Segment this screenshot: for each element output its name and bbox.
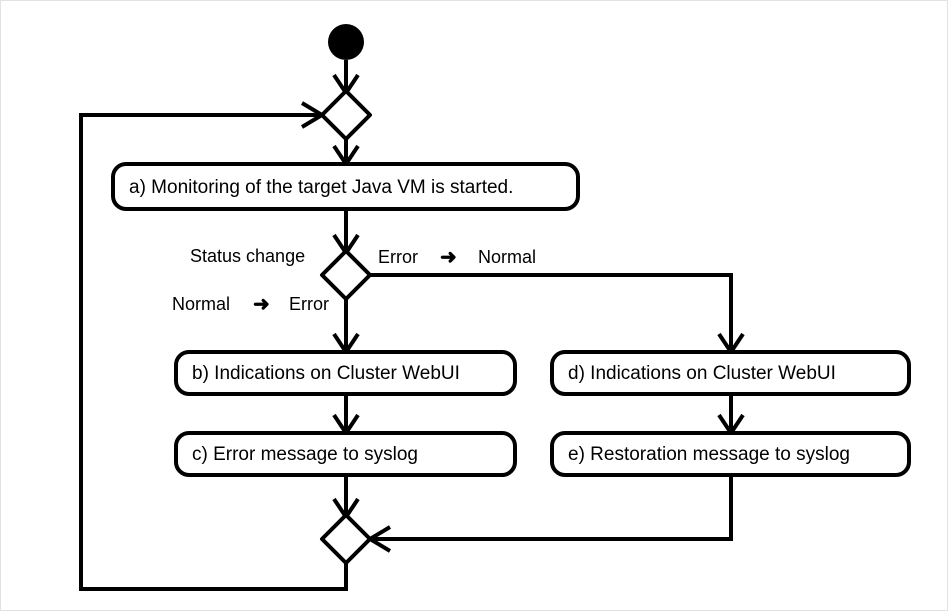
right-arrow-icon: ➜ <box>440 246 457 268</box>
merge-diamond-bottom <box>320 513 372 565</box>
decision-status-change <box>320 249 372 301</box>
activity-b-label: b) Indications on Cluster WebUI <box>192 363 460 384</box>
activity-e-label: e) Restoration message to syslog <box>568 444 850 465</box>
activity-e-box <box>550 431 911 477</box>
start-node <box>328 24 364 60</box>
activity-restoration-message-syslog[interactable]: e) Restoration message to syslog <box>550 431 911 477</box>
activity-d-box <box>550 350 911 396</box>
edge-merge-bottom-to-merge-top-loopback <box>79 113 348 591</box>
edge-label-normal-to-error: Normal ➜ Error <box>172 293 329 315</box>
edge-label-error-to-normal-before: Error <box>378 247 418 267</box>
activity-d-label: d) Indications on Cluster WebUI <box>568 363 836 384</box>
edge-activity-e-to-merge-bottom <box>372 475 733 541</box>
edge-label-error-to-normal: Error ➜ Normal <box>378 246 536 268</box>
activity-c-box <box>174 431 517 477</box>
edge-label-normal-to-error-before: Normal <box>172 294 230 314</box>
activity-a-label: a) Monitoring of the target Java VM is s… <box>129 177 513 198</box>
edge-label-normal-to-error-after: Error <box>289 294 329 314</box>
activity-c-label: c) Error message to syslog <box>192 444 418 465</box>
right-arrow-icon-2: ➜ <box>253 293 270 315</box>
activity-error-message-syslog[interactable]: c) Error message to syslog <box>174 431 517 477</box>
edge-decision-to-activity-d <box>370 273 733 350</box>
merge-diamond-top <box>320 89 372 141</box>
activity-a-box <box>111 162 580 211</box>
edge-label-status-change: Status change <box>190 246 305 266</box>
activity-b-box <box>174 350 517 396</box>
activity-indications-cluster-webui-error[interactable]: b) Indications on Cluster WebUI <box>174 350 517 396</box>
edge-label-error-to-normal-after: Normal <box>478 247 536 267</box>
activity-monitoring-started[interactable]: a) Monitoring of the target Java VM is s… <box>111 162 580 211</box>
activity-indications-cluster-webui-normal[interactable]: d) Indications on Cluster WebUI <box>550 350 911 396</box>
